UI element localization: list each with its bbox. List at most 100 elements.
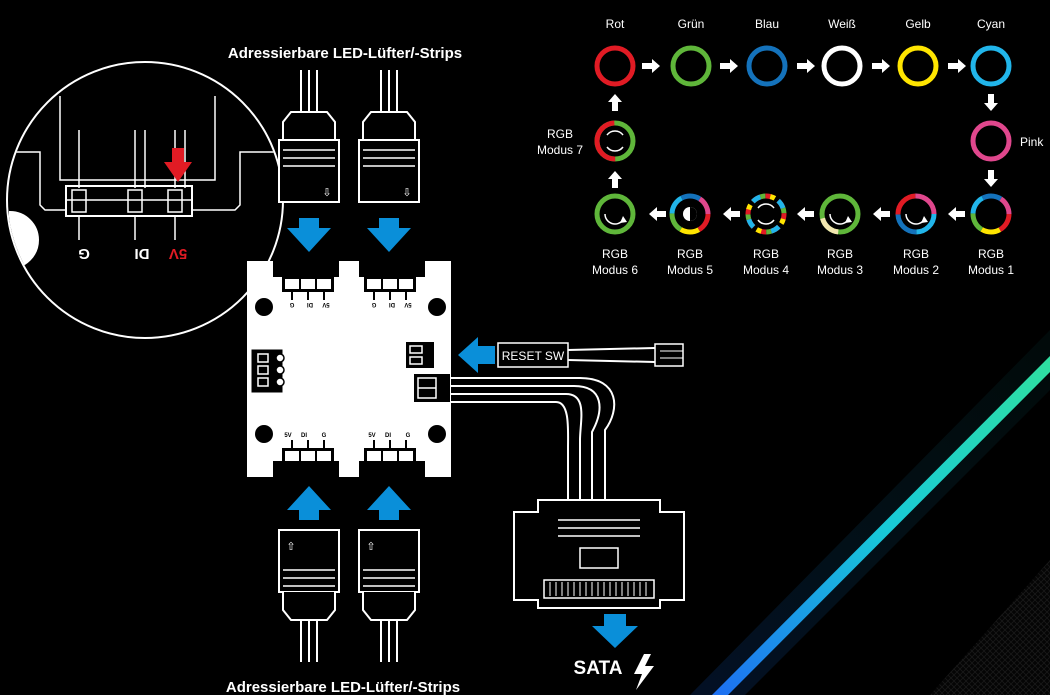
svg-text:G: G <box>406 433 411 439</box>
hub-header-top-left: G DI 5V <box>282 262 334 307</box>
color-ring-blau: Blau <box>746 17 788 87</box>
hub-board: G DI 5V G DI 5V 5V DI G <box>247 261 451 477</box>
blue-arrow-down-icon <box>287 218 331 252</box>
zoom-detail: G DI 5V <box>6 61 284 339</box>
bottom-title: Adressierbare LED-Lüfter/-Strips <box>226 679 460 695</box>
svg-text:Modus 3: Modus 3 <box>817 263 863 277</box>
top-title: Adressierbare LED-Lüfter/-Strips <box>228 45 462 62</box>
bottom-led-connectors: ⇧ ⇧ <box>278 486 420 662</box>
svg-text:DI: DI <box>307 301 313 307</box>
rotate-arrow-icon <box>606 130 624 136</box>
svg-text:RGB: RGB <box>677 247 703 261</box>
arrow-right-icon <box>642 59 660 73</box>
color-ring-rot: Rot <box>594 17 636 87</box>
arrow-up-icon <box>608 94 622 111</box>
svg-text:RGB: RGB <box>827 247 853 261</box>
cycle-arrows <box>608 59 998 221</box>
svg-text:Modus 6: Modus 6 <box>592 263 638 277</box>
blue-arrow-down-icon <box>367 218 411 252</box>
svg-text:G: G <box>289 301 294 307</box>
blue-arrow-up-icon <box>367 486 411 520</box>
svg-text:Modus 2: Modus 2 <box>893 263 939 277</box>
sata-label: SATA <box>574 658 623 679</box>
arrow-right-icon <box>872 59 890 73</box>
arrow-right-icon <box>948 59 966 73</box>
svg-text:Modus 7: Modus 7 <box>537 143 583 157</box>
svg-text:RGB: RGB <box>602 247 628 261</box>
svg-text:Cyan: Cyan <box>977 17 1005 31</box>
up-arrow-icon: ⇧ <box>366 541 375 553</box>
svg-text:Pink: Pink <box>1020 135 1044 149</box>
mode-ring-6: RGB Modus 6 <box>592 193 638 277</box>
arrow-down-icon <box>984 170 998 187</box>
hub-power-port <box>414 374 450 402</box>
svg-text:Modus 4: Modus 4 <box>743 263 789 277</box>
led-plug-top-right: ⇩ <box>358 70 420 203</box>
svg-text:5V: 5V <box>322 301 329 307</box>
mode-ring-2: RGB Modus 2 <box>893 193 939 277</box>
arrow-down-icon <box>984 94 998 111</box>
down-arrow-icon: ⇩ <box>322 187 331 199</box>
arrow-left-icon <box>723 207 740 221</box>
top-led-connectors: ⇩ ⇩ <box>278 70 420 252</box>
arrow-left-icon <box>873 207 890 221</box>
svg-text:G: G <box>371 301 376 307</box>
mode-ring-3: RGB Modus 3 <box>817 193 863 277</box>
svg-text:RGB: RGB <box>547 127 573 141</box>
svg-text:G: G <box>322 433 327 439</box>
arrow-right-icon <box>720 59 738 73</box>
reset-label-box <box>497 342 569 368</box>
arrow-left-icon <box>797 207 814 221</box>
svg-text:DI: DI <box>389 301 395 307</box>
svg-text:5V: 5V <box>368 433 375 439</box>
hub-side-connector <box>251 349 285 393</box>
svg-text:Weiß: Weiß <box>828 17 856 31</box>
reset-label: RESET SW <box>502 349 565 363</box>
background-decoration <box>690 330 1050 695</box>
arrow-up-icon <box>608 171 622 188</box>
svg-text:Rot: Rot <box>606 17 625 31</box>
svg-text:Modus 1: Modus 1 <box>968 263 1014 277</box>
svg-text:DI: DI <box>385 433 391 439</box>
arrow-left-icon <box>948 207 965 221</box>
hub-reset-port <box>406 342 434 368</box>
pin-marker-arrow-icon <box>164 148 192 182</box>
svg-text:Modus 5: Modus 5 <box>667 263 713 277</box>
hub-header-top-right: G DI 5V <box>364 262 416 307</box>
mode-ring-5: RGB Modus 5 <box>667 193 713 277</box>
led-plug-top-left: ⇩ <box>278 70 340 203</box>
color-ring-gelb: Gelb <box>897 17 939 87</box>
arrow-right-icon <box>797 59 815 73</box>
mode-ring-1: RGB Modus 1 <box>968 193 1014 277</box>
zoom-pin-5v: 5V <box>169 245 187 262</box>
hub-header-bottom-right: 5V DI G <box>364 433 416 476</box>
svg-text:Grün: Grün <box>678 17 705 31</box>
sata-power-cable: SATA <box>450 377 685 690</box>
reset-switch-cable[interactable]: RESET SW <box>458 337 684 373</box>
color-ring-weiss: Weiß <box>821 17 863 87</box>
svg-text:5V: 5V <box>284 433 291 439</box>
svg-text:RGB: RGB <box>978 247 1004 261</box>
svg-text:RGB: RGB <box>753 247 779 261</box>
svg-text:Gelb: Gelb <box>905 17 931 31</box>
svg-text:RGB: RGB <box>903 247 929 261</box>
svg-text:Blau: Blau <box>755 17 779 31</box>
zoom-pin-g: G <box>78 245 90 262</box>
mode-cycle: Rot Grün Blau Weiß Gelb Cyan Pink <box>537 17 1044 277</box>
blue-arrow-up-icon <box>287 486 331 520</box>
color-ring-pink: Pink <box>970 120 1044 162</box>
rotate-arrow-icon <box>757 203 775 209</box>
blue-arrow-left-icon <box>458 337 495 373</box>
down-arrow-icon: ⇩ <box>402 187 411 199</box>
zoom-pin-di: DI <box>135 245 150 262</box>
sata-plug-body <box>513 499 685 609</box>
svg-text:DI: DI <box>301 433 307 439</box>
svg-text:5V: 5V <box>404 301 411 307</box>
lightning-icon <box>634 654 654 690</box>
color-ring-gruen: Grün <box>670 17 712 87</box>
mode-ring-7: RGB Modus 7 <box>537 120 636 162</box>
hub-header-bottom-left: 5V DI G <box>282 433 334 476</box>
mode-ring-4: RGB Modus 4 <box>743 193 789 277</box>
up-arrow-icon: ⇧ <box>286 541 295 553</box>
